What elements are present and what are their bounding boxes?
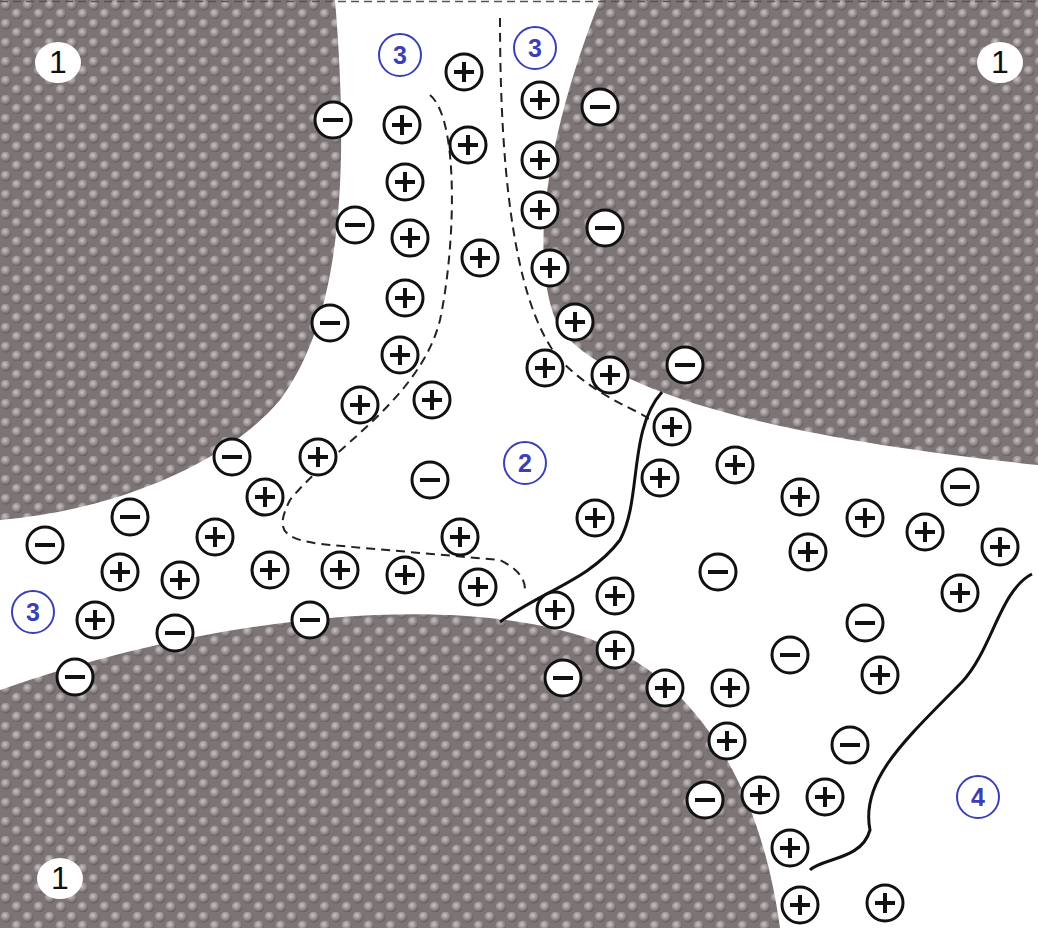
anion-symbol: [292, 602, 328, 638]
anion-symbol: [687, 782, 723, 818]
cation-symbol: [384, 107, 420, 143]
callout-number: 4: [956, 775, 1000, 819]
cation-symbol: [387, 557, 423, 593]
cation-symbol: [247, 479, 283, 515]
cation-symbol: [342, 387, 378, 423]
cation-symbol: [197, 519, 233, 555]
cation-symbol: [522, 142, 558, 178]
cation-symbol: [597, 632, 633, 668]
solid-boundary: [500, 392, 662, 622]
anion-symbol: [582, 89, 618, 125]
cation-symbol: [782, 887, 818, 923]
cation-symbol: [446, 54, 482, 90]
anion-symbol: [942, 469, 978, 505]
anion-symbol: [315, 102, 351, 138]
cation-symbol: [460, 569, 496, 605]
cation-symbol: [847, 500, 883, 536]
callout-number: 1: [35, 42, 81, 83]
cation-symbol: [709, 723, 745, 759]
cation-symbol: [532, 250, 568, 286]
frame-edge: [0, 1, 1038, 3]
callout-number: 3: [513, 26, 557, 70]
cation-symbol: [252, 552, 288, 588]
cation-symbol: [522, 82, 558, 118]
anion-symbol: [772, 637, 808, 673]
cation-symbol: [717, 447, 753, 483]
cation-symbol: [102, 554, 138, 590]
cation-symbol: [592, 357, 628, 393]
cation-symbol: [577, 500, 613, 536]
cation-symbol: [442, 519, 478, 555]
callout-number: 3: [11, 590, 55, 634]
cation-symbol: [942, 575, 978, 611]
cation-symbol: [462, 240, 498, 276]
cation-symbol: [382, 337, 418, 373]
callout-number: 1: [37, 858, 83, 899]
anion-symbol: [587, 210, 623, 246]
anion-symbol: [214, 439, 250, 475]
anion-symbol: [312, 305, 348, 341]
cation-symbol: [807, 779, 843, 815]
cation-symbol: [867, 885, 903, 921]
cation-symbol: [387, 164, 423, 200]
anion-symbol: [700, 554, 736, 590]
ion-group: [27, 54, 1018, 923]
cation-symbol: [907, 514, 943, 550]
cation-symbol: [982, 529, 1018, 565]
anion-symbol: [667, 347, 703, 383]
anion-symbol: [57, 659, 93, 695]
cation-symbol: [862, 657, 898, 693]
cation-symbol: [782, 479, 818, 515]
cation-symbol: [162, 562, 198, 598]
cation-symbol: [414, 382, 450, 418]
callout-number: 2: [503, 441, 547, 485]
cation-symbol: [557, 304, 593, 340]
cation-symbol: [790, 534, 826, 570]
anion-symbol: [112, 499, 148, 535]
dashed-boundary: [283, 95, 525, 590]
dashed-boundary: [500, 18, 650, 420]
cation-symbol: [522, 192, 558, 228]
cation-symbol: [392, 220, 428, 256]
anion-symbol: [157, 615, 193, 651]
anion-symbol: [27, 527, 63, 563]
cation-symbol: [654, 409, 690, 445]
cation-symbol: [712, 670, 748, 706]
anion-symbol: [832, 727, 868, 763]
cation-symbol: [537, 592, 573, 628]
cation-symbol: [300, 439, 336, 475]
cation-symbol: [450, 127, 486, 163]
cation-symbol: [77, 602, 113, 638]
cation-symbol: [322, 552, 358, 588]
cation-symbol: [527, 350, 563, 386]
anion-symbol: [412, 462, 448, 498]
cation-symbol: [742, 777, 778, 813]
anion-symbol: [847, 605, 883, 641]
cation-symbol: [642, 460, 678, 496]
anion-symbol: [545, 660, 581, 696]
callout-number: 3: [378, 33, 422, 77]
cation-symbol: [387, 280, 423, 316]
cation-symbol: [647, 670, 683, 706]
cation-symbol: [772, 830, 808, 866]
callout-number: 1: [977, 42, 1023, 83]
cation-symbol: [597, 578, 633, 614]
solid-boundary: [810, 574, 1032, 870]
anion-symbol: [337, 207, 373, 243]
